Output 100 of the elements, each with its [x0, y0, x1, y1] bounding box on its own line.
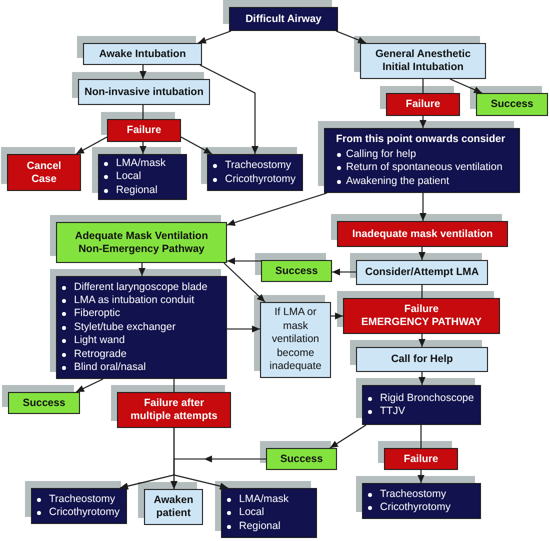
bullet-item: Tracheostomy [212, 159, 292, 172]
bullet-item: LMA/mask [103, 156, 166, 170]
box-label: Non-invasive intubation [84, 86, 204, 98]
process-box [7, 154, 81, 191]
process-box [56, 222, 227, 263]
arrow [227, 258, 261, 264]
connector-line [420, 425, 422, 448]
process-box [117, 392, 231, 428]
process-box [266, 448, 337, 470]
arrow [76, 136, 108, 154]
bullet-item: Tracheostomy [367, 488, 446, 501]
bullet-item: Blind oral/nasal [61, 361, 146, 374]
box-label: Failure [126, 124, 162, 137]
bullet-item: Cricothyrotomy [36, 506, 120, 520]
process-box [360, 43, 486, 79]
connector-line [142, 105, 144, 119]
arrow [420, 116, 426, 128]
box-label: Failure [404, 303, 439, 316]
box-label: Call for Help [391, 353, 453, 366]
box-label: Awake Intubation [99, 48, 186, 60]
box-label: Success [22, 396, 66, 410]
process-box [476, 93, 548, 116]
bullet-item: Cricothyrotomy [212, 172, 296, 186]
box-label: Adequate Mask Ventilation [74, 230, 208, 242]
box-label: Awaken patient [152, 494, 194, 520]
connector-line [422, 79, 424, 93]
box-label: If LMA or mask ventilation become inadequate [268, 306, 322, 374]
arrow [418, 247, 426, 260]
process-box [144, 489, 203, 525]
arrow [138, 263, 146, 276]
arrow [140, 65, 146, 79]
box-label: Consider/Attempt LMA [365, 266, 479, 279]
arrow [331, 312, 343, 320]
process-box [107, 119, 181, 142]
bullet-item: Stylet/tube exchanger [61, 320, 176, 334]
process-box [31, 488, 127, 524]
process-box [229, 7, 338, 31]
box-label: EMERGENCY PATHWAY [361, 316, 482, 329]
arrow [332, 268, 356, 276]
process-box [98, 154, 187, 200]
bullet-item: Tracheostomy [36, 492, 116, 506]
process-box [207, 154, 303, 191]
connector-line [173, 379, 175, 392]
arrow [330, 424, 366, 448]
arrow [418, 334, 426, 347]
bullet-item: Awakening the patient [336, 174, 450, 188]
process-box [386, 93, 460, 116]
box-heading: From this point onwards consider [336, 132, 506, 146]
process-box [362, 385, 481, 425]
box-label: General Anesthetic Initial Intubation [374, 48, 472, 74]
process-box [362, 483, 481, 519]
process-box [8, 392, 80, 414]
process-box [343, 298, 500, 334]
connector-line [421, 285, 423, 298]
bullet-item: Different laryngoscope blade [61, 280, 208, 294]
arrow [180, 136, 212, 154]
box-label: Failure [406, 98, 440, 111]
bullet-item: Regional [226, 520, 280, 534]
bullet-item: Return of spontaneous ventilation [336, 161, 502, 175]
process-box [260, 302, 331, 378]
bullet-item: Calling for help [336, 148, 416, 162]
arrow [76, 378, 104, 392]
box-label: Failure [404, 452, 438, 466]
box-label: Non-Emergency Pathway [78, 242, 205, 256]
bullet-item: LMA/mask [226, 492, 289, 506]
process-box [83, 43, 202, 65]
process-box [78, 79, 210, 105]
arrow [227, 326, 260, 332]
bullet-item: Cricothyrotomy [367, 501, 451, 514]
box-label: Failure after multiple attempts [130, 397, 218, 423]
process-box [356, 347, 488, 372]
bullet-item: Local [103, 170, 142, 184]
box-label: Inadequate mask ventilation [352, 228, 493, 240]
box-label: Success [490, 98, 534, 111]
process-box [337, 221, 508, 247]
bullet-item: Retrograde [61, 348, 127, 362]
bullet-item: TTJV [367, 405, 406, 418]
box-label: Cancel Case [26, 160, 62, 186]
arrow [418, 470, 424, 483]
arrow [224, 262, 266, 302]
bullet-item: Rigid Bronchoscope [367, 392, 474, 405]
process-box [221, 488, 317, 538]
process-box [384, 448, 458, 470]
arrow [420, 193, 426, 221]
bullet-item: Light wand [61, 334, 125, 348]
arrow [198, 30, 232, 44]
bullet-item: Regional [103, 184, 158, 198]
process-box [324, 128, 520, 193]
bullet-item: LMA as intubation conduit [61, 294, 194, 308]
process-box [261, 260, 332, 282]
arrow [140, 142, 146, 154]
bullet-item: Local [226, 506, 264, 520]
arrow [418, 372, 426, 385]
box-label: Difficult Airway [245, 12, 322, 26]
box-label: Success [275, 264, 318, 278]
process-box [356, 260, 488, 285]
box-label: Success [280, 452, 323, 466]
arrow [200, 64, 258, 154]
arrow [450, 78, 482, 94]
bullet-item: Fiberoptic [61, 307, 120, 321]
